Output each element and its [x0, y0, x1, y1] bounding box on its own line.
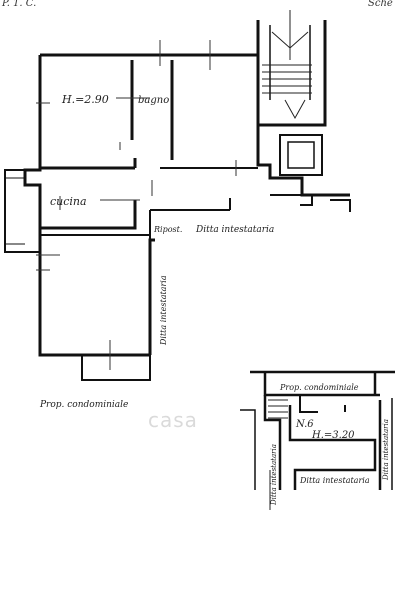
- ditta-intestataria-right-vertical-label: Ditta intestataria: [382, 419, 390, 481]
- ripost-label: Ripost.: [153, 225, 182, 234]
- watermark: casa: [148, 408, 198, 432]
- prop-condominiale-cantina-label: Prop. condominiale: [279, 383, 359, 392]
- cantina-walls: [240, 370, 395, 490]
- cantina-number-label: N.6: [295, 419, 314, 430]
- header-right-fragment: Sche: [368, 0, 393, 9]
- apartment-walls: [4, 20, 351, 381]
- ditta-intestataria-cantina-label: Ditta intestataria: [299, 476, 370, 485]
- stair-treads: [262, 10, 312, 120]
- prop-condominiale-main-label: Prop. condominiale: [39, 400, 128, 410]
- ditta-intestataria-left-vertical-label: Ditta intestataria: [270, 444, 278, 506]
- cantina-height-label: H.=3.20: [311, 430, 355, 441]
- ditta-intestataria-top-label: Ditta intestataria: [195, 225, 274, 235]
- door-markers: [36, 40, 237, 370]
- header-left-fragment: P. 1. C.: [2, 0, 37, 9]
- cantina-stairs: [268, 399, 288, 510]
- ditta-intestataria-vertical-label: Ditta intestataria: [159, 275, 168, 346]
- bagno-label: bagno: [138, 95, 169, 106]
- room-height-label: H.=2.90: [61, 93, 109, 106]
- cucina-label: cucina: [50, 195, 87, 208]
